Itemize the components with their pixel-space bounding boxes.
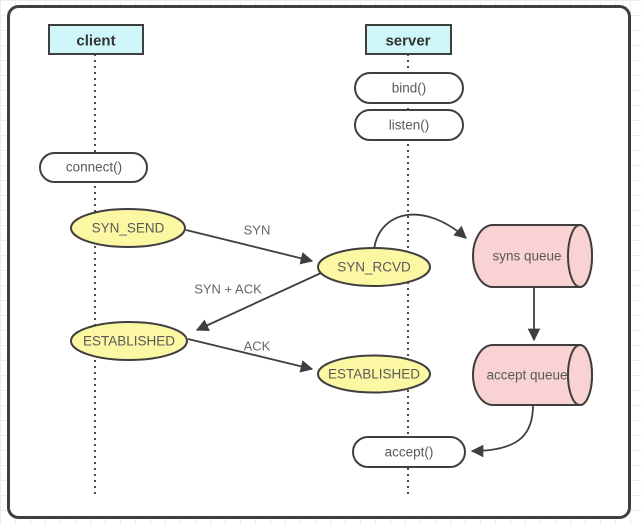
- accept-queue-label: accept queue: [486, 368, 567, 383]
- connector-accept-queue-to-accept[interactable]: [470, 404, 534, 458]
- connect-label: connect(): [66, 160, 122, 175]
- server-box[interactable]: [365, 24, 452, 55]
- server-label: server: [385, 32, 430, 49]
- accept-label: accept(): [385, 445, 434, 460]
- accept-queue-cap[interactable]: [567, 344, 593, 406]
- actor-server[interactable]: server: [365, 24, 452, 55]
- syn-rcvd-label: SYN_RCVD: [337, 260, 411, 275]
- syns-queue-cap[interactable]: [567, 224, 593, 288]
- state-syn-rcvd[interactable]: SYN_RCVD: [317, 247, 431, 287]
- call-connect[interactable]: connect(): [39, 152, 148, 183]
- listen-label: listen(): [389, 118, 430, 133]
- bind-label: bind(): [392, 81, 427, 96]
- call-bind[interactable]: bind(): [354, 72, 464, 104]
- accept-shape[interactable]: [352, 436, 466, 468]
- syn-rcvd-shape[interactable]: [317, 247, 431, 287]
- client-box[interactable]: [48, 24, 144, 55]
- syns-queue-label: syns queue: [492, 249, 561, 264]
- established-server-shape[interactable]: [317, 354, 431, 394]
- call-listen[interactable]: listen(): [354, 109, 464, 141]
- ack-message-label: ACK: [244, 339, 271, 354]
- queue-accept[interactable]: accept queue: [472, 344, 593, 406]
- connector-synrcvd-to-syns-queue[interactable]: [373, 213, 467, 251]
- connect-shape[interactable]: [39, 152, 148, 183]
- established-client-label: ESTABLISHED: [83, 334, 175, 349]
- established-server-label: ESTABLISHED: [328, 367, 420, 382]
- syn-send-shape[interactable]: [70, 208, 186, 248]
- queue-syns[interactable]: syns queue: [472, 224, 593, 288]
- call-accept[interactable]: accept(): [352, 436, 466, 468]
- syn-message-label: SYN: [244, 223, 271, 238]
- connector-syn-ack[interactable]: [195, 272, 322, 331]
- connector-syn[interactable]: [185, 229, 314, 265]
- bind-shape[interactable]: [354, 72, 464, 104]
- listen-shape[interactable]: [354, 109, 464, 141]
- state-established-client[interactable]: ESTABLISHED: [70, 321, 188, 361]
- actor-client[interactable]: client: [48, 24, 144, 55]
- state-established-server[interactable]: ESTABLISHED: [317, 354, 431, 394]
- established-client-shape[interactable]: [70, 321, 188, 361]
- client-label: client: [76, 32, 115, 49]
- syn-ack-message-label: SYN + ACK: [194, 282, 262, 297]
- state-syn-send[interactable]: SYN_SEND: [70, 208, 186, 248]
- connector-ack[interactable]: [187, 338, 314, 373]
- syn-send-label: SYN_SEND: [92, 221, 165, 236]
